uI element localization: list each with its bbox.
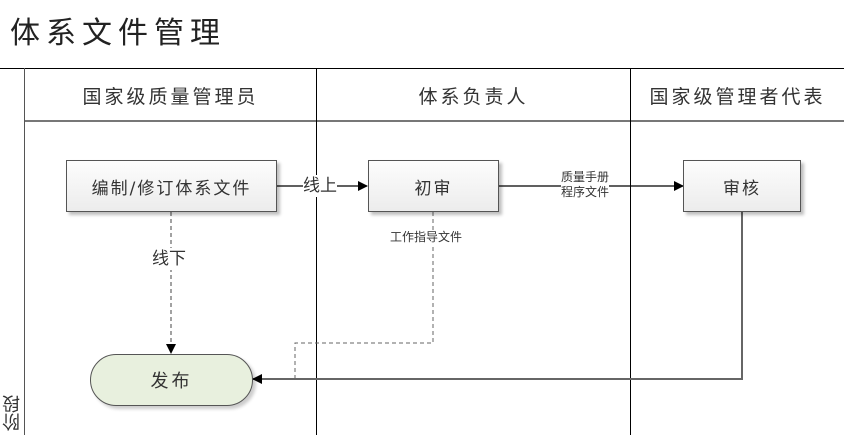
lane-header-system-owner: 体系负责人 <box>418 85 529 108</box>
edge-label-online: 线上 <box>303 175 337 197</box>
lane-header-management-rep: 国家级管理者代表 <box>649 85 826 108</box>
lane-divider-2 <box>630 68 631 435</box>
node-draft-revise-docs[interactable]: 编制/修订体系文件 <box>66 160 277 212</box>
edge-label-manual-docs-line1: 质量手册 <box>561 170 610 184</box>
lane-header-divider <box>24 120 844 122</box>
lane-top-border <box>0 68 844 69</box>
page-title: 体系文件管理 <box>10 16 226 51</box>
node-initial-review[interactable]: 初审 <box>368 160 499 212</box>
phase-column-divider <box>24 68 25 435</box>
lane-divider-1 <box>316 68 317 435</box>
edge-label-manual-docs-line2: 程序文件 <box>561 185 610 199</box>
edge-audit-publish <box>252 212 743 384</box>
edge-label-offline: 线下 <box>152 248 186 270</box>
edge-label-manual-docs: 质量手册 程序文件 <box>561 170 610 200</box>
node-publish[interactable]: 发布 <box>90 354 253 406</box>
lane-header-quality-admin: 国家级质量管理员 <box>82 85 259 108</box>
edge-label-work-docs: 工作指导文件 <box>390 230 463 245</box>
phase-label: 阶段 <box>2 395 23 431</box>
node-audit[interactable]: 审核 <box>683 160 801 212</box>
